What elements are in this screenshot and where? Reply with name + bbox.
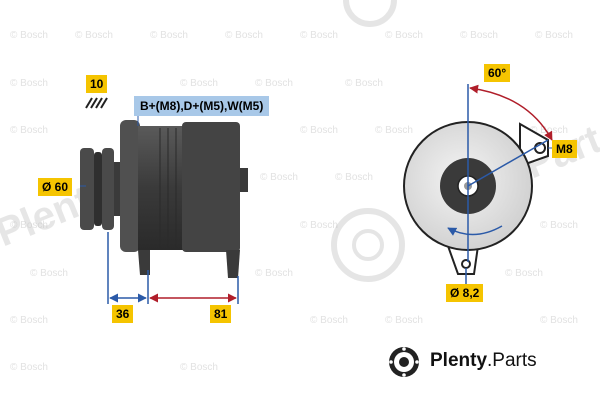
brake-disc-logo-icon [389,347,419,377]
hole-diameter-tag: Ø 8,2 [446,284,484,302]
alternator-front-view [403,121,549,275]
watermark-4: © Bosch [225,30,263,41]
watermark-21: © Bosch [540,220,578,231]
disc-watermark-top-icon [343,0,397,27]
watermark-2: © Bosch [75,30,113,41]
pulley-diameter-tag: Ø 60 [38,178,73,196]
watermark-20: © Bosch [300,220,338,231]
watermark-11: © Bosch [255,78,293,89]
watermark-6: © Bosch [385,30,423,41]
angle-arc [469,84,553,141]
watermark-19: © Bosch [10,220,48,231]
stator-body [138,126,184,250]
mount-bolt-tag: M8 [552,140,577,158]
watermark-22: © Bosch [30,268,68,279]
watermark-23: © Bosch [255,268,293,279]
side-dimensions [80,116,239,304]
watermark-26: © Bosch [310,315,348,326]
hatch-pattern-icon [85,97,108,109]
mount-foot-rear [226,250,240,278]
terminals-tag: B+(M8),D+(M5),W(M5) [134,96,270,116]
watermark-8: © Bosch [535,30,573,41]
watermark-15: © Bosch [375,125,413,136]
alternator-side-view [80,120,248,278]
watermark-12: © Bosch [345,78,383,89]
watermark-27: © Bosch [385,315,423,326]
front-dimensions [465,84,553,284]
watermark-1: © Bosch [10,30,48,41]
disc-watermark-icon [331,208,405,282]
watermark-10: © Bosch [180,78,218,89]
watermark-5: © Bosch [300,30,338,41]
plenty-parts-brand[interactable]: Plenty.Parts [392,348,582,378]
lower-mount-hole [461,259,471,269]
watermark-30: © Bosch [180,362,218,373]
watermark-24: © Bosch [505,268,543,279]
rotation-arrow [447,225,503,236]
rear-housing [182,122,240,252]
item-number-tag: 10 [86,75,108,93]
watermark-14: © Bosch [300,125,338,136]
pulley [80,148,122,230]
watermark-9: © Bosch [10,78,48,89]
terminal-stub [240,168,248,192]
watermark-13: © Bosch [10,125,48,136]
mount-foot-front [138,250,150,275]
angle-tag: 60° [484,64,511,82]
dim-81-tag: 81 [210,305,232,323]
brand-name: Plenty.Parts [430,350,537,371]
watermark-3: © Bosch [150,30,188,41]
watermark-18: © Bosch [335,172,373,183]
watermark-17: © Bosch [260,172,298,183]
watermark-25: © Bosch [10,315,48,326]
watermark-28: © Bosch [540,315,578,326]
watermark-7: © Bosch [460,30,498,41]
front-housing [120,120,140,252]
mount-centerline [467,139,549,187]
watermark-29: © Bosch [10,362,48,373]
dim-36-tag: 36 [112,305,134,323]
